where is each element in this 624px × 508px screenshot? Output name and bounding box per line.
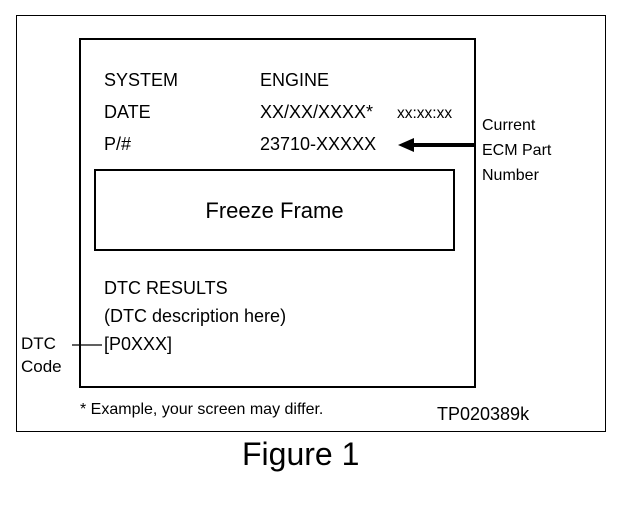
time-value: xx:xx:xx [397, 105, 453, 122]
freeze-frame-label: Freeze Frame [205, 198, 344, 223]
figure-caption: Figure 1 [242, 436, 360, 472]
ecm-callout-line3: Number [482, 167, 539, 184]
ecm-callout-line2: ECM Part [482, 142, 552, 159]
ecm-callout-line1: Current [482, 117, 536, 134]
system-value: ENGINE [260, 70, 330, 90]
part-number-value: 23710-XXXXX [260, 134, 377, 154]
dtc-callout-line2: Code [21, 357, 62, 376]
dtc-code-leader-line [72, 344, 102, 346]
system-label: SYSTEM [104, 70, 179, 90]
dtc-description: (DTC description here) [104, 306, 287, 326]
scan-tool-screen-frame [79, 38, 476, 388]
date-label: DATE [104, 102, 151, 122]
date-value: XX/XX/XXXX* [260, 102, 374, 122]
ecm-part-arrow [398, 138, 474, 152]
example-note: * Example, your screen may differ. [80, 401, 324, 418]
freeze-frame-box [94, 169, 455, 251]
dtc-results-label: DTC RESULTS [104, 278, 228, 298]
figure-id: TP020389k [437, 404, 530, 424]
dtc-code-value: [P0XXX] [104, 334, 173, 354]
part-number-label: P/# [104, 134, 132, 154]
dtc-callout-line1: DTC [21, 334, 56, 353]
figure-outer-frame [16, 15, 606, 432]
